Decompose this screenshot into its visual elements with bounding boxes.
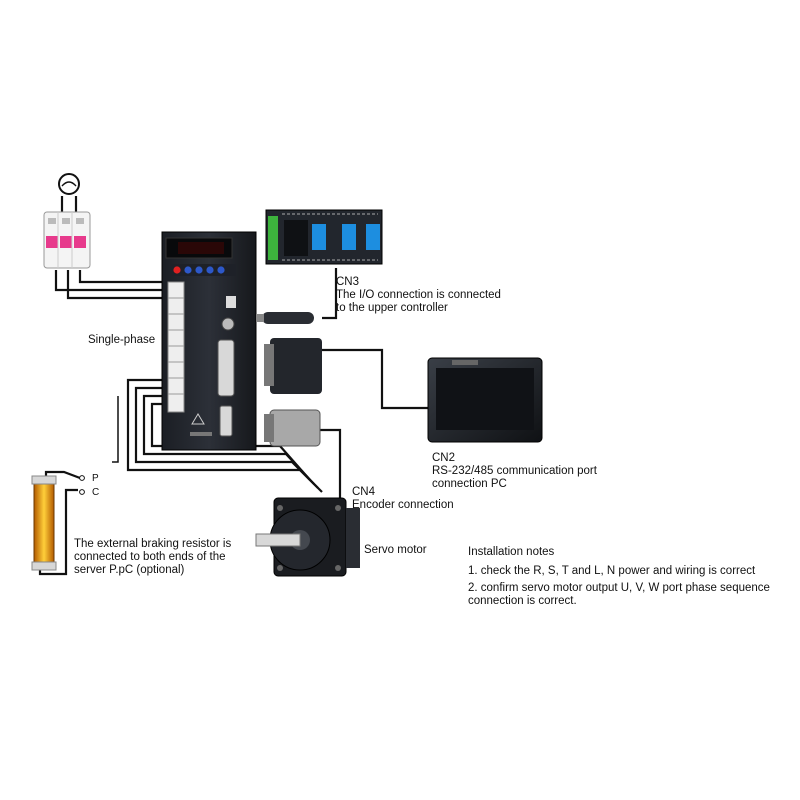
meter-icon <box>58 173 80 195</box>
cn2-desc-line2: connection PC <box>432 478 507 490</box>
terminal-p-text: P <box>92 473 99 484</box>
cn4-title: CN4 <box>352 486 376 498</box>
installation-note-2-line1: 2. confirm servo motor output U, V, W po… <box>468 582 770 594</box>
installation-note-2-line2: connection is correct. <box>468 595 577 607</box>
terminal-c-text: C <box>92 487 100 498</box>
power-wire <box>66 270 170 300</box>
cn3-title: CN3 <box>336 276 360 288</box>
cn4-label: CN4 Encoder connection <box>352 486 454 512</box>
cn4-connector <box>264 409 321 447</box>
cn2-cable <box>322 348 428 410</box>
power-wire <box>54 270 170 292</box>
cn4-desc-line1: Encoder connection <box>352 499 454 511</box>
terminal-p-label: P <box>92 472 99 485</box>
single-phase-text: Single-phase <box>88 334 156 346</box>
terminal-c-label: C <box>92 486 99 499</box>
cn3-desc-line2: to the upper controller <box>336 302 448 314</box>
servo-motor-label: Servo motor <box>364 544 427 557</box>
cn3-connector <box>256 312 314 324</box>
resistor-desc-line3: server P.pC (optional) <box>74 564 185 576</box>
servo-motor-text: Servo motor <box>364 544 427 556</box>
braking-resistor-icon <box>31 475 85 571</box>
wires <box>38 196 428 576</box>
installation-notes: Installation notes 1. check the R, S, T … <box>468 546 770 608</box>
cn3-cable <box>322 268 338 320</box>
hmi-touchscreen <box>427 357 543 443</box>
installation-note-1: 1. check the R, S, T and L, N power and … <box>468 565 756 577</box>
servo-motor-icon <box>255 497 360 577</box>
cn2-desc-line1: RS-232/485 communication port <box>432 465 597 477</box>
servo-drive <box>161 231 257 451</box>
resistor-desc-line2: connected to both ends of the <box>74 551 226 563</box>
cn2-connector <box>264 338 322 394</box>
single-phase-label: Single-phase <box>88 334 155 347</box>
resistor-wire <box>112 396 119 463</box>
cn2-title: CN2 <box>432 452 456 464</box>
power-wire <box>78 270 170 284</box>
installation-notes-title: Installation notes <box>468 546 555 558</box>
plc-controller <box>265 209 383 265</box>
resistor-desc-line1: The external braking resistor is <box>74 538 232 550</box>
cn2-label: CN2 RS-232/485 communication port connec… <box>432 452 597 491</box>
braking-resistor-label: The external braking resistor is connect… <box>74 538 231 577</box>
cn4-cable <box>320 428 342 500</box>
cn3-label: CN3 The I/O connection is connected to t… <box>336 276 501 315</box>
circuit-breaker-icon <box>43 211 91 269</box>
cn3-desc-line1: The I/O connection is connected <box>336 289 501 301</box>
motor-cable <box>150 402 311 481</box>
